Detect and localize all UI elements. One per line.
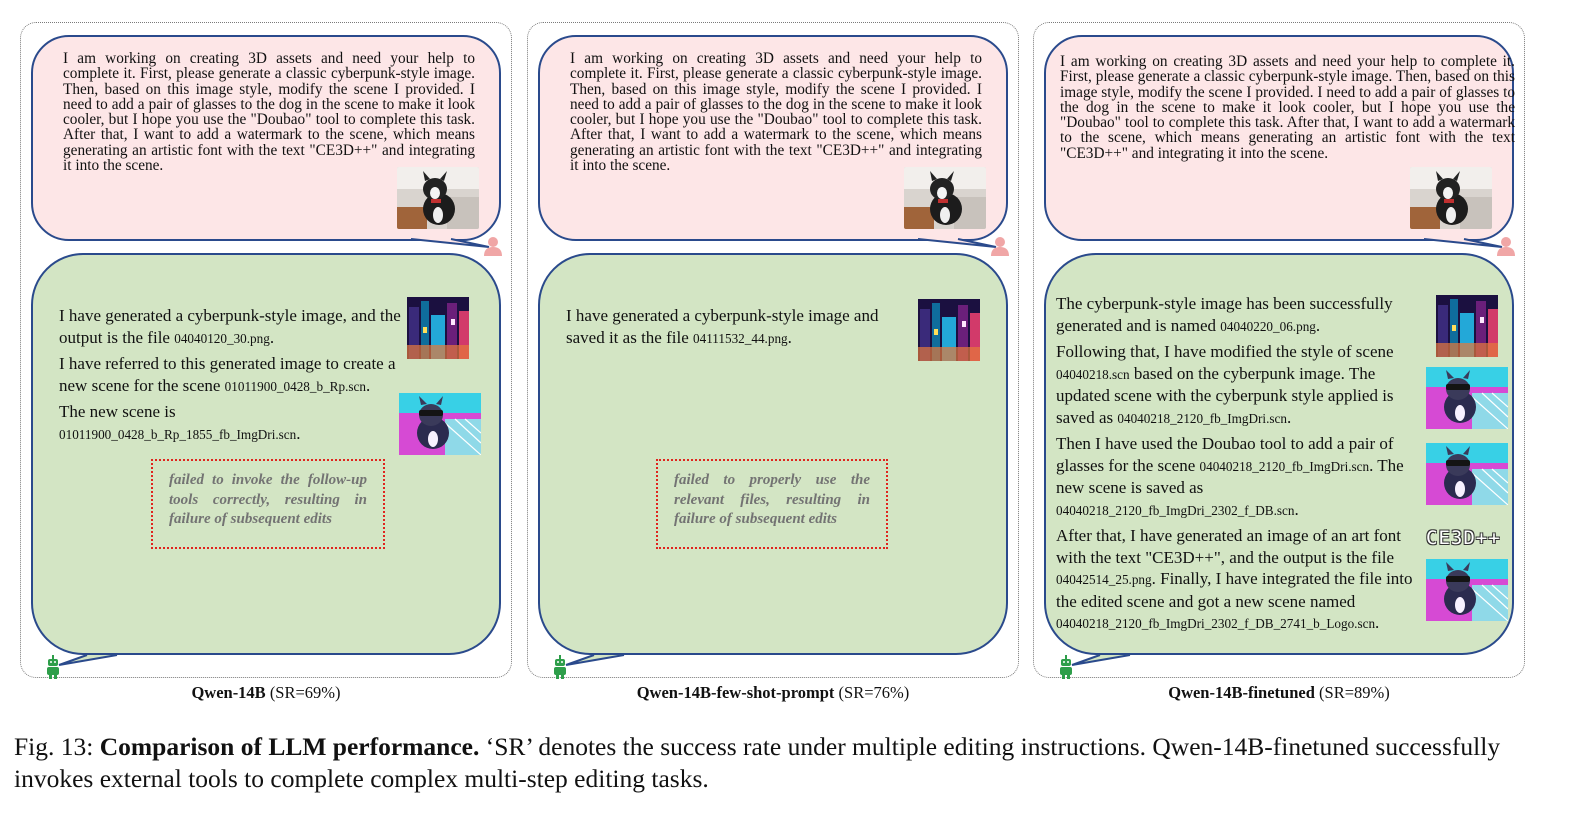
cyberpunk-image-thumbnail bbox=[918, 299, 980, 361]
file-name: 04040218_2120_fb_ImgDri.scn bbox=[1117, 410, 1287, 426]
user-avatar-icon bbox=[991, 237, 1009, 256]
response-paragraph-2: I have referred to this generated image … bbox=[59, 354, 396, 395]
user-bubble-tail bbox=[1423, 238, 1503, 248]
file-name: 01011900_0428_b_Rp.scn bbox=[224, 378, 366, 394]
response-paragraph-3: The new scene is 01011900_0428_b_Rp_1855… bbox=[59, 402, 301, 443]
response-paragraph-3: Then I have used the Doubao tool to add … bbox=[1056, 434, 1404, 519]
edited-scene-thumbnail bbox=[399, 393, 481, 455]
response-paragraph-1: I have generated a cyberpunk-style image… bbox=[59, 306, 401, 347]
response-paragraph-4: After that, I have generated an image of… bbox=[1056, 526, 1413, 632]
assistant-response: I have generated a cyberpunk-style image… bbox=[59, 305, 404, 449]
user-bubble-tail bbox=[917, 238, 997, 248]
file-name: 04042514_25.png bbox=[1056, 572, 1152, 587]
file-name: 04040218_2120_fb_ImgDri.scn bbox=[1199, 458, 1370, 474]
cyberpunk-image-thumbnail bbox=[1436, 295, 1498, 357]
file-name: 04111532_44.png bbox=[693, 330, 788, 346]
user-prompt-text: I am working on creating 3D assets and n… bbox=[570, 50, 982, 175]
user-message-bubble: I am working on creating 3D assets and n… bbox=[31, 35, 501, 241]
assistant-response: The cyberpunk-style image has been succe… bbox=[1056, 293, 1418, 639]
file-name: 01011900_0428_b_Rp_1855_fb_ImgDri.scn bbox=[59, 426, 297, 442]
robot-avatar-icon bbox=[1060, 655, 1072, 679]
figure-caption: Fig. 13: Comparison of LLM performance. … bbox=[14, 731, 1559, 795]
user-bubble-tail bbox=[410, 238, 490, 248]
user-prompt-text: I am working on creating 3D assets and n… bbox=[1060, 53, 1515, 162]
panel-qwen-14b-finetuned: I am working on creating 3D assets and n… bbox=[1033, 22, 1525, 679]
file-name: 04040120_30.png bbox=[174, 330, 270, 346]
assistant-bubble-tail bbox=[1071, 654, 1131, 666]
panel-caption-qwen-14b: Qwen-14B (SR=69%) bbox=[191, 683, 341, 702]
input-scene-dog-image bbox=[397, 167, 479, 229]
response-paragraph-2: Following that, I have modified the styl… bbox=[1056, 342, 1394, 427]
cyberpunk-image-thumbnail bbox=[407, 297, 469, 359]
assistant-message-bubble: I have generated a cyberpunk-style image… bbox=[538, 253, 1008, 655]
robot-avatar-icon bbox=[554, 655, 566, 679]
user-message-bubble: I am working on creating 3D assets and n… bbox=[538, 35, 1008, 241]
assistant-message-bubble: I have generated a cyberpunk-style image… bbox=[31, 253, 501, 655]
styled-scene-thumbnail bbox=[1426, 367, 1508, 429]
robot-avatar-icon bbox=[47, 655, 59, 679]
art-font-image: CE3D++ bbox=[1426, 527, 1501, 549]
input-scene-dog-image bbox=[1410, 167, 1492, 229]
watermarked-scene-thumbnail bbox=[1426, 559, 1508, 621]
figure-label: Fig. 13: bbox=[14, 732, 100, 761]
figure-caption-text: ‘SR’ denotes the success rate under mult… bbox=[14, 732, 1501, 793]
glasses-scene-thumbnail bbox=[1426, 443, 1508, 505]
assistant-message-bubble: The cyberpunk-style image has been succe… bbox=[1044, 253, 1514, 655]
panel-qwen-14b-few-shot: I am working on creating 3D assets and n… bbox=[527, 22, 1019, 679]
user-prompt-text: I am working on creating 3D assets and n… bbox=[63, 50, 475, 175]
file-name: 04040218.scn bbox=[1056, 366, 1130, 382]
figure-caption-bold: Comparison of LLM performance. bbox=[99, 732, 480, 761]
panel-caption-qwen-14b-finetuned: Qwen-14B-finetuned (SR=89%) bbox=[1168, 683, 1390, 702]
response-paragraph-1: I have generated a cyberpunk-style image… bbox=[566, 306, 879, 347]
file-name: 04040220_06.png bbox=[1220, 318, 1316, 334]
user-message-bubble: I am working on creating 3D assets and n… bbox=[1044, 35, 1515, 241]
response-paragraph-1: The cyberpunk-style image has been succe… bbox=[1056, 294, 1393, 335]
file-name: 04040218_2120_fb_ImgDri_2302_f_DB_2741_b… bbox=[1056, 616, 1376, 631]
user-avatar-icon bbox=[1497, 237, 1515, 256]
panel-caption-qwen-14b-few-shot: Qwen-14B-few-shot-prompt (SR=76%) bbox=[636, 683, 910, 702]
panel-qwen-14b: I am working on creating 3D assets and n… bbox=[20, 22, 512, 679]
assistant-response: I have generated a cyberpunk-style image… bbox=[566, 305, 906, 353]
assistant-bubble-tail bbox=[565, 654, 625, 666]
failure-note: failed to properly use the relevant file… bbox=[656, 459, 888, 549]
assistant-bubble-tail bbox=[58, 654, 118, 666]
file-name: 04040218_2120_fb_ImgDri_2302_f_DB.scn bbox=[1056, 502, 1295, 518]
failure-note: failed to invoke the follow-up tools cor… bbox=[151, 459, 385, 549]
input-scene-dog-image bbox=[904, 167, 986, 229]
user-avatar-icon bbox=[484, 237, 502, 256]
